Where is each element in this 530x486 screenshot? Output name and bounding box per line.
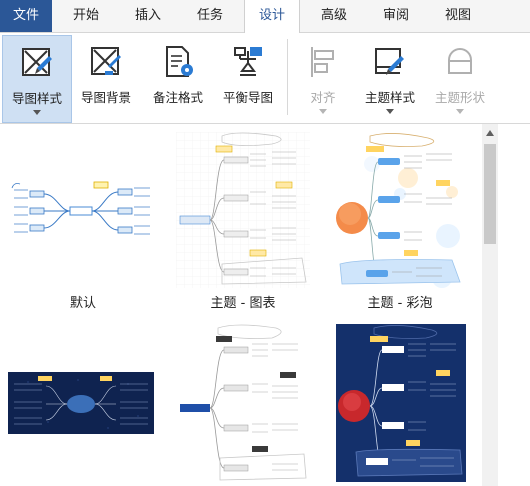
topic-shape-icon: [448, 48, 472, 74]
menu-bar: 文件 开始 插入 任务 设计 高级 审阅 视图: [0, 0, 530, 33]
align-icon: [311, 47, 334, 77]
tab-home[interactable]: 开始: [72, 8, 99, 23]
style-thumb-white-dark-topics[interactable]: [176, 324, 310, 482]
chevron-down-icon[interactable]: [319, 109, 327, 114]
tab-view[interactable]: 视图: [444, 8, 471, 23]
note-format-label: 备注格式: [152, 90, 203, 105]
note-format-button[interactable]: 备注格式: [142, 35, 214, 121]
map-background-label: 导图背景: [80, 90, 131, 105]
tab-insert[interactable]: 插入: [134, 8, 161, 23]
map-background-button[interactable]: 导图背景: [72, 35, 140, 121]
style-thumb-chart[interactable]: [176, 132, 310, 288]
balance-map-icon: [234, 47, 262, 76]
style-label-default: 默认: [69, 296, 96, 311]
tab-task[interactable]: 任务: [196, 8, 223, 23]
chevron-down-icon[interactable]: [33, 110, 41, 115]
map-background-icon: [91, 47, 121, 75]
topic-style-button[interactable]: 主题样式: [356, 35, 424, 121]
map-style-gallery: 默认: [0, 124, 482, 486]
map-style-icon: [22, 48, 52, 76]
map-style-button[interactable]: 导图样式: [2, 35, 72, 123]
ribbon-separator: [287, 39, 288, 115]
tab-review[interactable]: 审阅: [382, 8, 409, 23]
map-style-label: 导图样式: [11, 91, 62, 106]
style-thumb-bubbles[interactable]: [332, 132, 468, 288]
topic-style-icon: [375, 48, 404, 75]
tab-advanced[interactable]: 高级: [320, 8, 347, 23]
style-thumb-default[interactable]: [8, 180, 158, 244]
chevron-down-icon[interactable]: [456, 109, 464, 114]
tab-file[interactable]: 文件: [0, 0, 52, 32]
balance-map-label: 平衡导图: [222, 90, 273, 105]
style-thumb-navy-red[interactable]: [336, 324, 466, 482]
topic-shape-label: 主题形状: [434, 90, 485, 105]
gallery-scrollbar[interactable]: [482, 124, 498, 486]
align-label: 对齐: [310, 90, 336, 105]
scroll-thumb[interactable]: [484, 144, 496, 244]
ribbon: 导图样式 导图背景 备注格式: [0, 33, 530, 124]
style-label-bubbles: 主题 - 彩泡: [367, 296, 433, 311]
topic-shape-button[interactable]: 主题形状: [426, 35, 494, 121]
style-label-chart: 主题 - 图表: [210, 296, 276, 311]
scroll-up-icon[interactable]: [486, 130, 494, 136]
align-button[interactable]: 对齐: [292, 35, 354, 121]
style-thumb-dark-navy[interactable]: [8, 372, 154, 434]
note-format-icon: [166, 46, 193, 77]
chevron-down-icon[interactable]: [386, 109, 394, 114]
balance-map-button[interactable]: 平衡导图: [214, 35, 282, 121]
tab-design[interactable]: 设计: [244, 0, 300, 33]
topic-style-label: 主题样式: [364, 90, 415, 105]
